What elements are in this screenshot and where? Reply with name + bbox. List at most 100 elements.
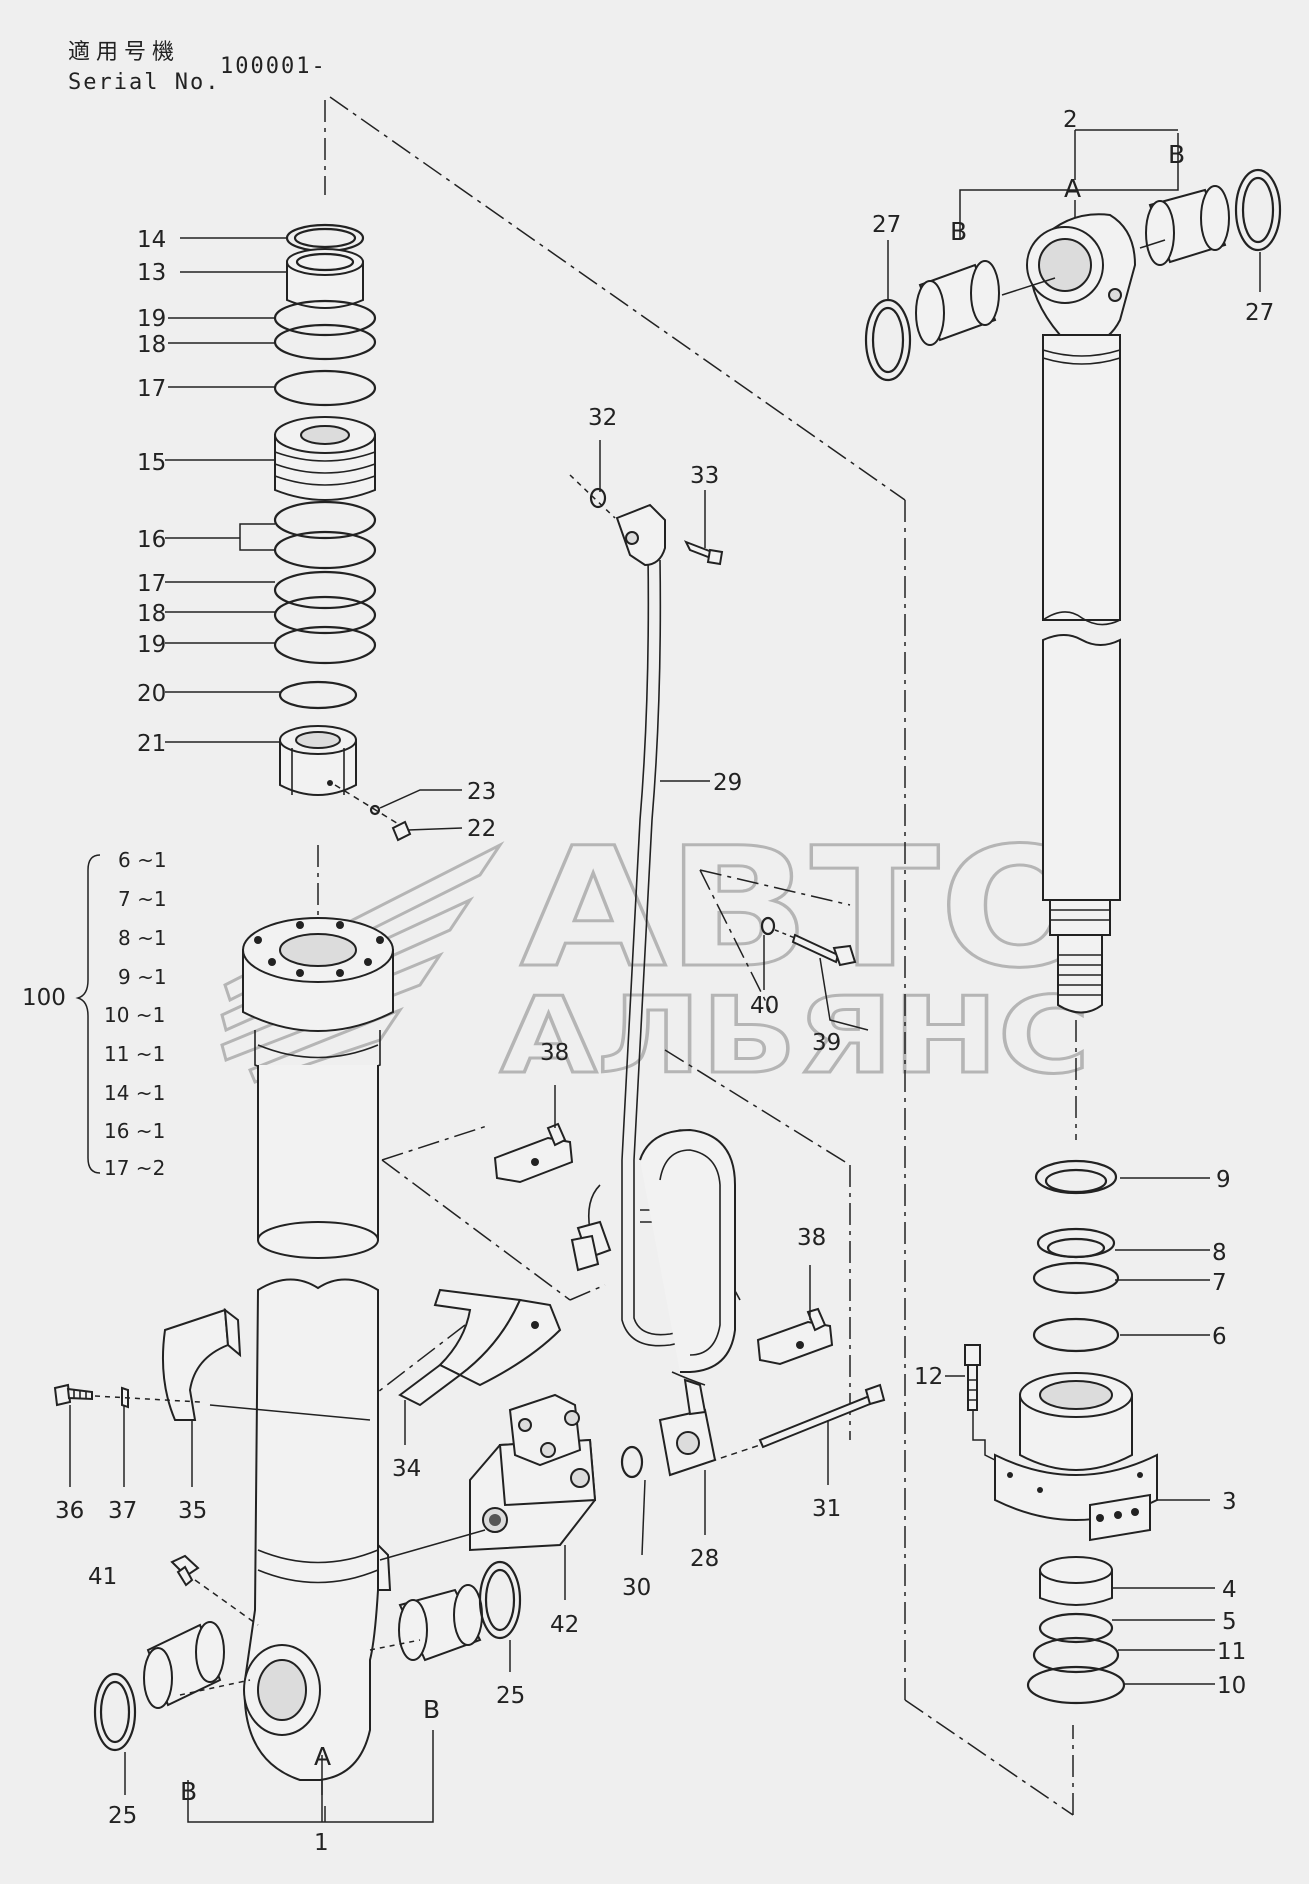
callout-5: 5	[1222, 1609, 1237, 1635]
bushing-b-right	[398, 1584, 483, 1662]
callout-25-right: 25	[496, 1683, 525, 1709]
letter-markers: A B B A B B	[180, 140, 1185, 1806]
long-bolt-31	[699, 1383, 886, 1466]
callout-8: 8	[1212, 1240, 1227, 1266]
callout-40: 40	[750, 993, 779, 1019]
callout-13: 13	[137, 260, 166, 286]
group-100-item: 17 ~2	[104, 1156, 165, 1180]
piston-rod-upper-left	[257, 1065, 379, 1259]
watermark-line1: АВТО	[520, 812, 1100, 1004]
clamp-34	[398, 1288, 562, 1407]
callout-17-lower: 17	[137, 571, 166, 597]
clamp-35	[161, 1307, 371, 1421]
bushing-b-left	[143, 1621, 225, 1709]
callout-3: 3	[1222, 1489, 1237, 1515]
letter-b-bottom-right: B	[423, 1695, 440, 1724]
group-100-list: 100 6 ~1 7 ~1 8 ~1 9 ~1 10 ~1 11 ~1 14 ~…	[22, 848, 167, 1180]
callout-12: 12	[914, 1364, 943, 1390]
callout-41: 41	[88, 1564, 117, 1590]
left-seal-stack	[273, 223, 412, 842]
callout-14: 14	[137, 227, 166, 253]
set-screw-22	[391, 820, 412, 842]
callout-19-upper: 19	[137, 306, 166, 332]
group-100-label: 100	[22, 985, 66, 1011]
cylinder-head-flange	[242, 917, 394, 1079]
right-lower-seals	[1026, 1556, 1126, 1705]
callout-10: 10	[1217, 1673, 1246, 1699]
group-100-item: 7 ~1	[118, 887, 167, 911]
bolt-36	[53, 1383, 93, 1407]
valve-block-42	[379, 1393, 597, 1561]
pipe-29	[621, 554, 741, 1386]
letter-b-bottom-left: B	[180, 1777, 197, 1806]
callout-28: 28	[690, 1546, 719, 1572]
rod-eye-2	[1026, 213, 1137, 347]
nut-21	[279, 725, 357, 796]
cylinder-head-3	[994, 1372, 1158, 1542]
callout-7: 7	[1212, 1270, 1227, 1296]
o-ring-32	[589, 487, 607, 509]
callout-38-lower: 38	[797, 1225, 826, 1251]
clamp-block-38-upper	[493, 1122, 574, 1184]
callout-25-left: 25	[108, 1803, 137, 1829]
callout-2: 2	[1063, 107, 1078, 133]
leader-lines	[69, 129, 1261, 1823]
clamp-block-38-lower	[756, 1307, 834, 1366]
callout-27-left: 27	[872, 212, 901, 238]
callout-22: 22	[467, 816, 496, 842]
letter-a-top: A	[1064, 174, 1081, 203]
callout-16: 16	[137, 527, 166, 553]
callout-18-lower: 18	[137, 601, 166, 627]
callout-35: 35	[178, 1498, 207, 1524]
letter-b-top-left: B	[950, 217, 967, 246]
group-100-item: 11 ~1	[104, 1042, 165, 1066]
group-100-item: 14 ~1	[104, 1081, 165, 1105]
bolt-39	[791, 933, 857, 967]
serial-label: Serial No.	[68, 70, 221, 95]
bolt-12	[964, 1344, 1006, 1466]
callout-39: 39	[812, 1030, 841, 1056]
o-ring-30	[620, 1445, 644, 1479]
callout-37: 37	[108, 1498, 137, 1524]
callout-15: 15	[137, 450, 166, 476]
group-100-item: 9 ~1	[118, 965, 167, 989]
callout-6: 6	[1212, 1324, 1227, 1350]
callout-1: 1	[314, 1830, 329, 1856]
hose-fitting	[570, 1184, 612, 1272]
group-100-item: 16 ~1	[104, 1119, 165, 1143]
callout-11: 11	[1217, 1639, 1246, 1665]
callout-31: 31	[812, 1496, 841, 1522]
group-100-item: 10 ~1	[104, 1003, 165, 1027]
elbow-fitting	[569, 474, 724, 567]
piston-rod-right	[1042, 334, 1121, 1014]
group-100-item: 6 ~1	[118, 848, 167, 872]
callout-17-upper: 17	[137, 376, 166, 402]
shim-ring-20	[278, 680, 358, 710]
callout-20: 20	[137, 681, 166, 707]
dash-dot-guides	[317, 96, 1077, 1816]
callout-21: 21	[137, 731, 166, 757]
right-seal-stack	[1032, 1159, 1120, 1353]
callout-18-upper: 18	[137, 332, 166, 358]
piston-15	[274, 416, 376, 501]
bushing-b-top-left	[915, 260, 1000, 346]
callout-27-right: 27	[1245, 300, 1274, 326]
callout-19-lower: 19	[137, 632, 166, 658]
callout-4: 4	[1222, 1577, 1237, 1603]
callout-34: 34	[392, 1456, 421, 1482]
serial-value: 100001-	[220, 54, 327, 79]
grease-fitting-41	[170, 1554, 259, 1626]
callout-36: 36	[55, 1498, 84, 1524]
seal-ring-25-right	[478, 1560, 522, 1640]
flange-28	[658, 1378, 717, 1477]
seal-ring-27-right	[1234, 168, 1282, 252]
letter-a-bottom: A	[314, 1742, 331, 1771]
callout-32: 32	[588, 405, 617, 431]
callout-29: 29	[713, 770, 742, 796]
callout-30: 30	[622, 1575, 651, 1601]
applicable-models-label: 適用号機	[68, 40, 181, 65]
callout-42: 42	[550, 1612, 579, 1638]
callout-numbers: 14 13 19 18 17 15 16 17 18 19 20 21 23 2…	[55, 107, 1274, 1856]
seal-ring-27-left	[864, 298, 912, 382]
